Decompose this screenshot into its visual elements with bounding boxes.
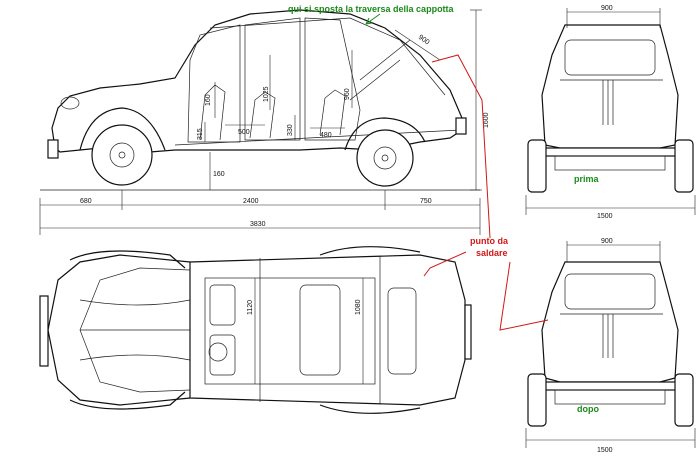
annotations: qui si sposta la traversa della cappotta… (288, 4, 600, 414)
traversa-note: qui si sposta la traversa della cappotta (288, 4, 455, 14)
dim-height: 1600 (483, 112, 490, 128)
dim-interior-1025: 1025 (263, 86, 270, 102)
dim-width-1080: 1080 (355, 299, 362, 315)
dim-top-width-prima: 900 (601, 5, 613, 12)
dim-front-overhang: 680 (80, 198, 92, 205)
punto-label-line1: punto da (470, 236, 509, 246)
dim-roof-span: 900 (417, 34, 431, 46)
dim-total-length: 3830 (250, 221, 266, 228)
dim-interior-160: 160 (205, 94, 212, 106)
dim-interior-480: 480 (320, 132, 332, 139)
dim-width-1120: 1120 (247, 300, 254, 315)
top-view: 1120 1080 (39, 246, 472, 414)
dim-track-dopo: 1500 (597, 447, 613, 454)
dim-wheelbase: 2400 (243, 198, 259, 205)
rear-view-dopo: 900 1500 (525, 238, 696, 454)
dim-interior-330: 330 (287, 124, 294, 136)
dim-interior-500: 500 (238, 129, 250, 136)
dim-top-width-dopo: 900 (601, 238, 613, 245)
rear-view-prima: 900 1500 (525, 5, 696, 220)
dim-track-prima: 1500 (597, 213, 613, 220)
dim-interior-960: 960 (344, 88, 351, 100)
dopo-label: dopo (577, 404, 599, 414)
dim-ground-clearance: 160 (213, 171, 225, 178)
prima-label: prima (574, 174, 600, 184)
punto-label-line2: saldare (476, 248, 508, 258)
side-view: 160 315 500 1025 330 480 960 900 160 160… (39, 9, 490, 235)
dim-rear-overhang: 750 (420, 198, 432, 205)
dim-interior-315: 315 (197, 128, 204, 140)
